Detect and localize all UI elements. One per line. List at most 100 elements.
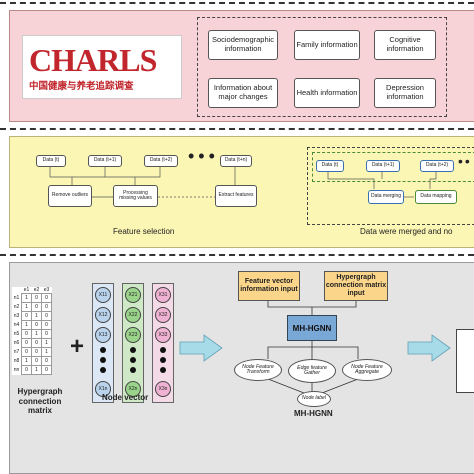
- info-box-health: Health information: [294, 78, 360, 108]
- matrix-row-label: n1: [13, 295, 20, 301]
- matrix-cell: 0: [41, 311, 52, 321]
- data-source-panel: CHARLS 中国健康与养老追踪调查 Sociodemographic info…: [9, 10, 474, 122]
- middle-dashed-separator-2: [0, 254, 474, 256]
- matrix-row-label: nn: [13, 367, 20, 373]
- model-connectors: [267, 301, 359, 394]
- matrix-row-label: n4: [13, 322, 20, 328]
- right-data-box-t: Data (t): [316, 160, 344, 172]
- node-x3n: X3n: [155, 381, 171, 397]
- matrix-cell: 0: [21, 365, 32, 375]
- matrix-cell: 1: [21, 320, 32, 330]
- info-box-sociodemographic: Sociodemographic information: [208, 30, 278, 60]
- merge-group: Data (t) Data (t+1) Data (t+2) •• Data m…: [307, 147, 474, 225]
- charls-logo: CHARLS 中国健康与养老追踪调查: [22, 35, 182, 99]
- model-box-mh-hgnn: MH-HGNN: [287, 315, 337, 341]
- process-data-mapping: Data mapping: [415, 190, 457, 204]
- plus-sign: +: [70, 333, 85, 360]
- node-x23: X23: [125, 327, 141, 343]
- matrix-cell: 0: [41, 329, 52, 339]
- matrix-cell: 0: [41, 356, 52, 366]
- input-box-feature-vector: Feature vector information input: [238, 271, 300, 301]
- matrix-row-label: n3: [13, 313, 20, 319]
- matrix-cell: 0: [41, 302, 52, 312]
- data-box-t2: Data (t+2): [144, 155, 178, 167]
- logo-text: CHARLS: [29, 42, 157, 78]
- preprocessing-panel: Data (t) Data (t+1) Data (t+2) ••• Data …: [9, 136, 474, 248]
- data-box-tn: Data (t+n): [220, 155, 252, 167]
- matrix-cell: 1: [31, 311, 42, 321]
- ellipsis-dots-left: •••: [188, 146, 219, 166]
- matrix-cell: 1: [41, 347, 52, 357]
- info-box-cognitive: Cognitive information: [374, 30, 436, 60]
- node-vector-caption: Node vector: [102, 393, 149, 402]
- data-box-t1: Data (t+1): [88, 155, 122, 167]
- top-dashed-separator: [0, 2, 474, 4]
- node-ellipsis-dot: [130, 347, 136, 353]
- matrix-cell: 0: [41, 365, 52, 375]
- node-x12: X12: [95, 307, 111, 323]
- input-box-hypergraph-matrix: Hypergraph connection matrix input: [324, 271, 388, 301]
- matrix-row-label: n2: [13, 304, 20, 310]
- op-node-feature-aggregate: Node Feature Aggregate: [342, 359, 392, 381]
- matrix-cell: 1: [41, 338, 52, 348]
- matrix-cell: 0: [41, 320, 52, 330]
- node-ellipsis-dot: [100, 367, 106, 373]
- output-panel-edge: [456, 329, 474, 393]
- matrix-row-label: n8: [13, 358, 20, 364]
- feature-selection-caption: Feature selection: [113, 227, 175, 236]
- right-data-box-t1: Data (t+1): [366, 160, 400, 172]
- node-x1n: X1n: [95, 381, 111, 397]
- op-edge-feature-gather: Edge feature Gather: [288, 359, 336, 383]
- data-box-t: Data (t): [36, 155, 66, 167]
- node-ellipsis-dot: [100, 347, 106, 353]
- node-label-output: Node label: [297, 391, 331, 407]
- matrix-cell: 0: [31, 356, 42, 366]
- matrix-cell: 0: [21, 329, 32, 339]
- matrix-cell: 0: [31, 320, 42, 330]
- matrix-header-e3: e3: [43, 287, 50, 293]
- info-box-family: Family information: [294, 30, 360, 60]
- matrix-cell: 0: [41, 293, 52, 303]
- merge-inner-group: [312, 152, 474, 182]
- node-x32: X32: [155, 307, 171, 323]
- node-ellipsis-dot: [130, 357, 136, 363]
- matrix-row-label: n7: [13, 349, 20, 355]
- node-x22: X22: [125, 307, 141, 323]
- info-group: Sociodemographic information Family info…: [197, 17, 447, 117]
- matrix-caption: Hypergraph connection matrix: [17, 387, 63, 416]
- model-caption: MH-HGNN: [294, 409, 333, 418]
- right-data-box-t2: Data (t+2): [420, 160, 454, 172]
- middle-dashed-separator-1: [0, 128, 474, 130]
- node-x13: X13: [95, 327, 111, 343]
- logo-subtitle: 中国健康与养老追踪调查: [29, 81, 134, 92]
- matrix-cell: 1: [31, 329, 42, 339]
- process-missing-values: Processing missing values: [113, 185, 158, 207]
- matrix-cell: 0: [31, 293, 42, 303]
- node-ellipsis-dot: [130, 367, 136, 373]
- matrix-cell: 1: [21, 293, 32, 303]
- matrix-header-e1: e1: [23, 287, 30, 293]
- preprocessing-connectors: [49, 167, 437, 198]
- matrix-row-label: n5: [13, 331, 20, 337]
- node-ellipsis-dot: [100, 357, 106, 363]
- matrix-cell: 0: [31, 347, 42, 357]
- matrix-cell: 0: [21, 338, 32, 348]
- matrix-header-e2: e2: [33, 287, 40, 293]
- matrix-cell: 0: [31, 338, 42, 348]
- info-box-depression: Depression information: [374, 78, 436, 108]
- node-x31: X31: [155, 287, 171, 303]
- flow-arrow-icon: [407, 334, 451, 362]
- matrix-cell: 0: [31, 302, 42, 312]
- node-ellipsis-dot: [160, 357, 166, 363]
- matrix-cell: 1: [21, 356, 32, 366]
- info-box-major-changes: Information about major changes: [208, 78, 278, 108]
- node-x11: X11: [95, 287, 111, 303]
- merge-caption: Data were merged and no: [360, 227, 453, 236]
- matrix-cell: 0: [21, 311, 32, 321]
- op-node-feature-transform: Node Feature Transform: [234, 359, 282, 381]
- matrix-cell: 0: [21, 347, 32, 357]
- node-ellipsis-dot: [160, 367, 166, 373]
- matrix-cell: 1: [31, 365, 42, 375]
